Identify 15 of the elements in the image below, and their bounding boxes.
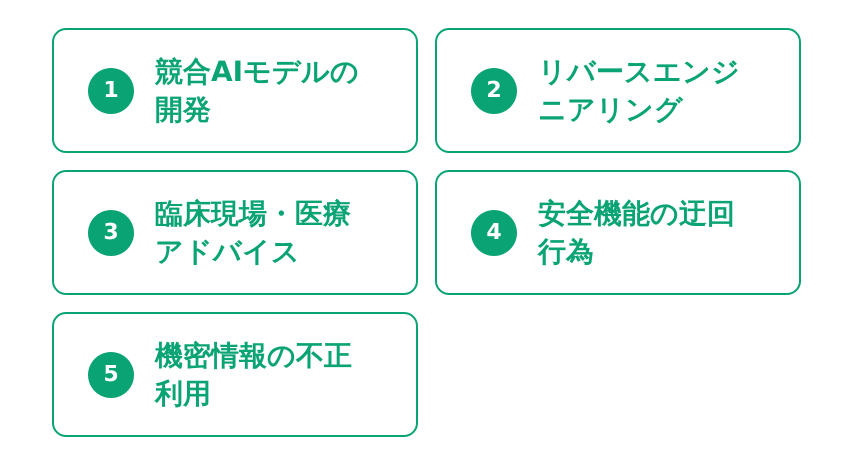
item-label: リバースエンジニアリング	[538, 54, 741, 128]
item-card	[435, 170, 801, 295]
item-label: 臨床現場・医療アドバイス	[155, 196, 352, 270]
number-badge: 3	[88, 210, 134, 256]
item-card	[52, 170, 418, 295]
number-badge: 4	[471, 210, 517, 256]
number-badge: 5	[88, 352, 134, 398]
number-badge: 2	[471, 68, 517, 114]
item-card	[52, 28, 418, 153]
item-label: 安全機能の迂回行為	[538, 196, 736, 270]
item-label: 競合AIモデルの開発	[155, 54, 360, 128]
item-card	[52, 312, 418, 437]
number-badge: 1	[88, 68, 134, 114]
item-label: 機密情報の不正利用	[155, 338, 353, 412]
item-card	[435, 28, 801, 153]
